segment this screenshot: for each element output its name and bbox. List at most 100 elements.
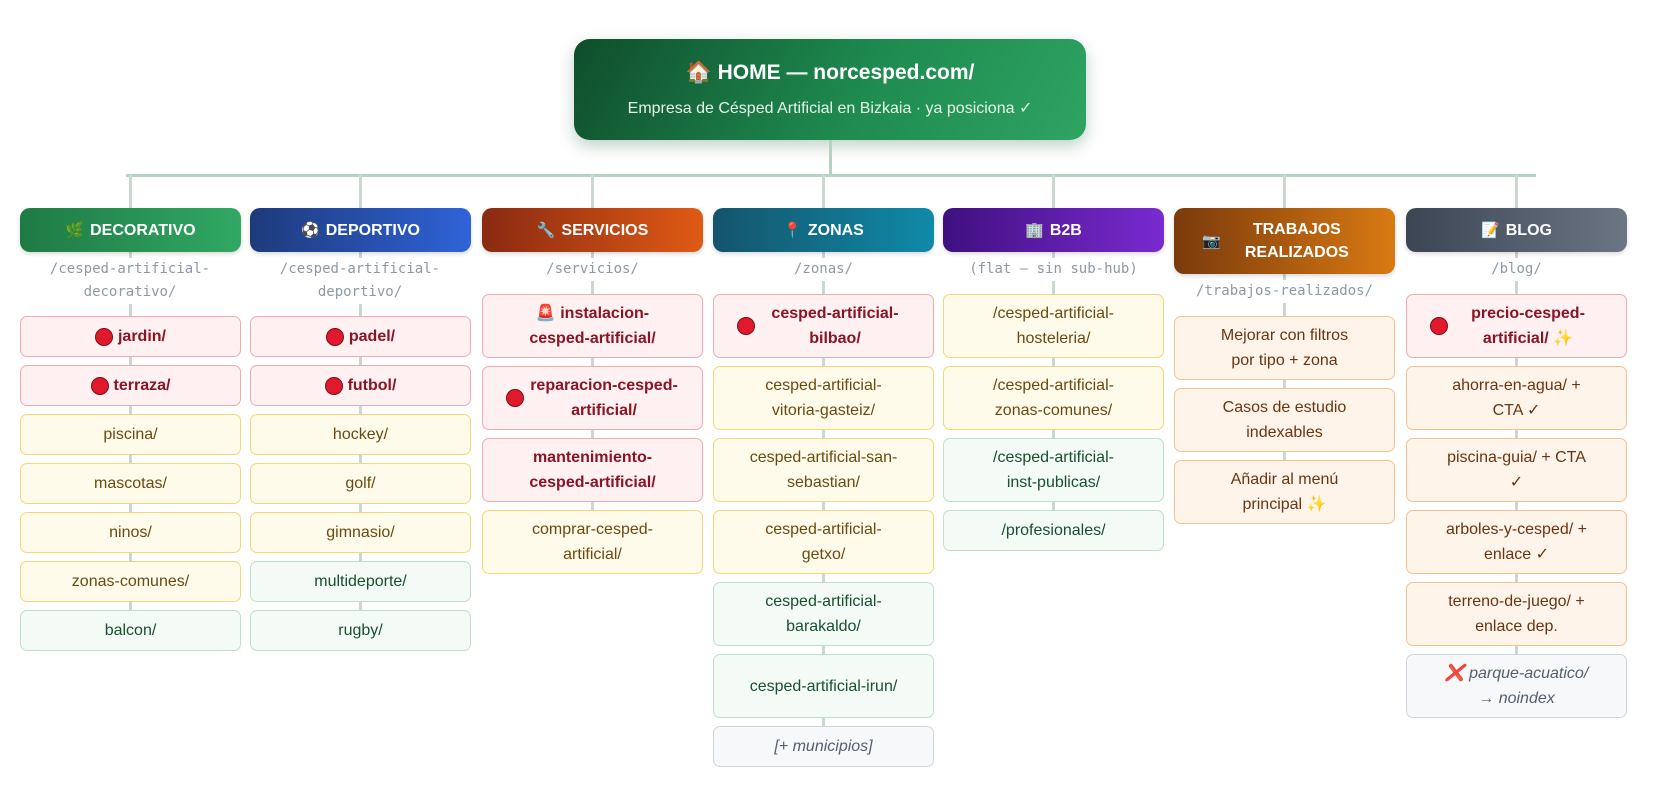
red-circle-icon xyxy=(324,376,343,395)
column-header-servicios: 🔧 SERVICIOS xyxy=(482,208,703,252)
home-trunk-connector xyxy=(829,140,832,176)
url-node: /cesped-artificial-zonas-comunes/ xyxy=(943,366,1164,430)
column-header-decorativo: 🌿 DECORATIVO xyxy=(20,208,241,252)
column-title: TRABAJOS REALIZADOS xyxy=(1244,221,1349,261)
column-header-trabajos: 📷 TRABAJOS REALIZADOS xyxy=(1174,208,1395,274)
url-node-label: futbol/ xyxy=(347,377,397,394)
url-node-label: cesped-artificial-irun/ xyxy=(749,677,898,695)
url-node: mascotas/ xyxy=(20,463,241,504)
url-node-label: mascotas/ xyxy=(94,475,167,492)
url-node-label: cesped-artificial-barakaldo/ xyxy=(765,593,882,635)
url-node: zonas-comunes/ xyxy=(20,561,241,602)
column-title: DEPORTIVO xyxy=(325,221,420,239)
url-node: piscina-guia/ + CTA ✓ xyxy=(1406,438,1627,502)
column-header-b2b: 🏢B2B xyxy=(943,208,1164,252)
url-node-label: ninos/ xyxy=(109,524,152,541)
column-path: /cesped-artificial-deportivo/ xyxy=(275,258,445,304)
url-node: arboles-y-cesped/ + enlace ✓ xyxy=(1406,510,1627,574)
url-node: golf/ xyxy=(250,463,471,504)
url-node-label: /cesped-artificial-zonas-comunes/ xyxy=(993,377,1114,419)
url-node-label: cesped-artificial-san-sebastian/ xyxy=(749,449,898,491)
url-node-label: padel/ xyxy=(348,328,396,345)
url-node: cesped-artificial-irun/ xyxy=(713,654,934,718)
url-node: multideporte/ xyxy=(250,561,471,602)
column-connector xyxy=(359,174,362,641)
url-node-label: cesped-artificial-bilbao/ xyxy=(771,305,899,347)
column-path: /zonas/ xyxy=(713,258,934,281)
url-node: comprar-cesped-artificial/ xyxy=(482,510,703,574)
column-title: SERVICIOS xyxy=(561,221,649,239)
url-node-label: mantenimiento-cesped-artificial/ xyxy=(529,449,656,491)
url-node: 🚨 instalacion-cesped-artificial/ xyxy=(482,294,703,358)
url-node: cesped-artificial-bilbao/ xyxy=(713,294,934,358)
url-node: /cesped-artificial-inst-publicas/ xyxy=(943,438,1164,502)
url-node: ahorra-en-agua/ + CTA ✓ xyxy=(1406,366,1627,430)
url-node-label: [+ municipios] xyxy=(774,738,873,755)
url-node: terreno-de-juego/ + enlace dep. xyxy=(1406,582,1627,646)
column-header-deportivo: ⚽ DEPORTIVO xyxy=(250,208,471,252)
url-node: futbol/ xyxy=(250,365,471,406)
column-title: BLOG xyxy=(1505,221,1552,239)
url-node: jardin/ xyxy=(20,316,241,357)
url-node: mantenimiento-cesped-artificial/ xyxy=(482,438,703,502)
url-node: /profesionales/ xyxy=(943,510,1164,551)
url-node-label: ahorra-en-agua/ + CTA ✓ xyxy=(1452,377,1581,419)
url-node: cesped-artificial-barakaldo/ xyxy=(713,582,934,646)
pin-icon: 📍 xyxy=(783,221,802,239)
red-circle-icon xyxy=(325,327,344,346)
url-node-label: /cesped-artificial-hosteleria/ xyxy=(993,305,1114,347)
url-node-label: 🚨 instalacion-cesped-artificial/ xyxy=(529,305,656,347)
url-node: ninos/ xyxy=(20,512,241,553)
url-node: cesped-artificial-getxo/ xyxy=(713,510,934,574)
url-node: padel/ xyxy=(250,316,471,357)
column-header-zonas: 📍 ZONAS xyxy=(713,208,934,252)
url-node: ❌ parque-acuatico/ → noindex xyxy=(1406,654,1627,718)
home-node: 🏠 HOME — norcesped.com/ Empresa de Céspe… xyxy=(574,39,1086,140)
url-node: piscina/ xyxy=(20,414,241,455)
red-circle-icon xyxy=(90,376,109,395)
red-circle-icon xyxy=(737,317,755,335)
url-node: reparacion-cesped-artificial/ xyxy=(482,366,703,430)
soccer-ball-icon: ⚽ xyxy=(301,221,320,239)
url-node-label: comprar-cesped-artificial/ xyxy=(532,521,653,563)
url-node-label: /profesionales/ xyxy=(1001,522,1106,539)
url-node: /cesped-artificial-hosteleria/ xyxy=(943,294,1164,358)
url-node-label: arboles-y-cesped/ + enlace ✓ xyxy=(1446,521,1587,563)
url-node-label: hockey/ xyxy=(332,426,389,443)
url-node-label: /cesped-artificial-inst-publicas/ xyxy=(993,449,1114,491)
column-connector xyxy=(129,174,132,641)
url-node-label: Casos de estudio indexables xyxy=(1222,399,1347,441)
column-path: (flat — sin sub-hub) xyxy=(943,258,1164,281)
url-node-label: gimnasio/ xyxy=(326,524,395,541)
horizontal-connector xyxy=(126,174,1536,177)
column-path: /blog/ xyxy=(1406,258,1627,281)
url-node-label: Mejorar con filtros por tipo + zona xyxy=(1220,327,1349,369)
url-node-label: piscina-guia/ + CTA ✓ xyxy=(1447,449,1586,491)
column-header-blog: 📝 BLOG xyxy=(1406,208,1627,252)
url-node: gimnasio/ xyxy=(250,512,471,553)
herb-icon: 🌿 xyxy=(65,221,85,239)
url-node: rugby/ xyxy=(250,610,471,651)
camera-icon: 📷 xyxy=(1202,232,1221,250)
column-path: /servicios/ xyxy=(482,258,703,281)
red-circle-icon xyxy=(506,389,524,407)
url-node: Mejorar con filtros por tipo + zona xyxy=(1174,316,1395,380)
url-node-label: balcon/ xyxy=(104,622,157,639)
url-node: cesped-artificial-vitoria-gasteiz/ xyxy=(713,366,934,430)
url-node-label: ❌ parque-acuatico/ → noindex xyxy=(1444,665,1589,707)
url-node-label: golf/ xyxy=(345,475,376,492)
url-node-label: Añadir al menú principal ✨ xyxy=(1230,471,1339,513)
column-title: ZONAS xyxy=(807,221,864,239)
column-title: B2B xyxy=(1049,221,1082,239)
home-subtitle: Empresa de Césped Artificial en Bizkaia … xyxy=(627,100,1033,117)
url-node-label: terraza/ xyxy=(113,377,171,394)
url-node: hockey/ xyxy=(250,414,471,455)
wrench-icon: 🔧 xyxy=(536,221,556,239)
url-node-label: precio-cesped-artificial/ ✨ xyxy=(1471,305,1585,347)
url-node-label: rugby/ xyxy=(338,622,383,639)
red-circle-icon xyxy=(94,327,113,346)
column-title: DECORATIVO xyxy=(90,221,196,239)
memo-icon: 📝 xyxy=(1481,221,1500,239)
url-node-label: multideporte/ xyxy=(314,573,407,590)
url-node-label: jardin/ xyxy=(117,328,166,345)
